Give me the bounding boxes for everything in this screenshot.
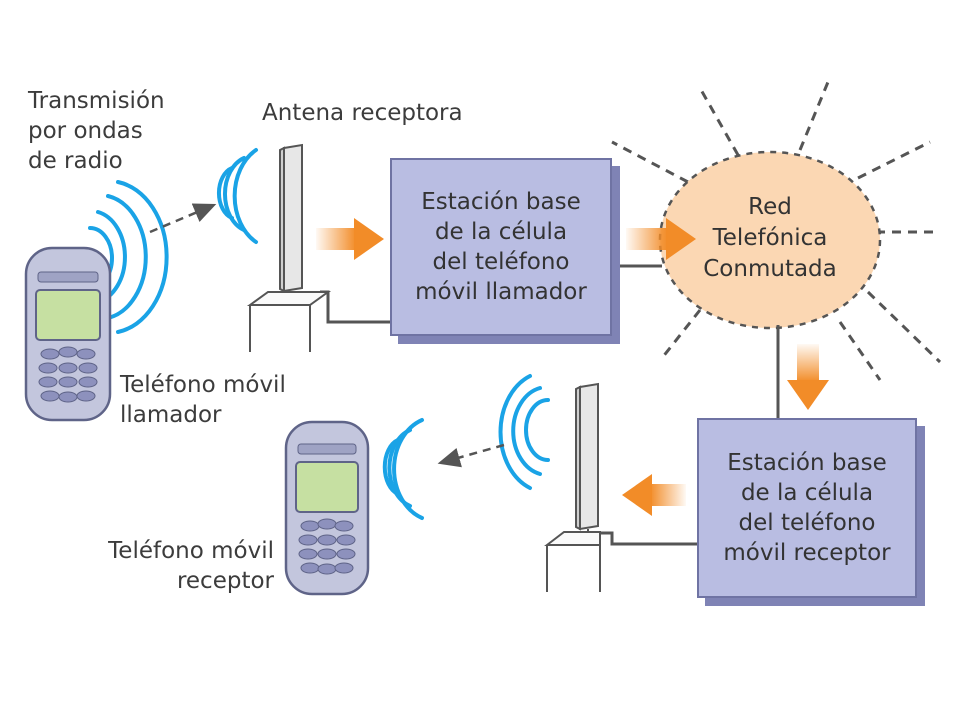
flow-arrow-1 bbox=[316, 218, 384, 260]
radio-waves-receiver-phone bbox=[382, 418, 424, 520]
transmission-arrow-1 bbox=[149, 203, 217, 234]
caller-phone bbox=[24, 246, 112, 422]
antenna-label: Antena receptora bbox=[262, 100, 463, 126]
flow-arrow-3 bbox=[787, 344, 829, 410]
antenna-receiver bbox=[544, 382, 601, 592]
receiver-phone bbox=[284, 420, 370, 596]
flow-arrow-2 bbox=[626, 218, 696, 260]
network-label: Red Telefónica Conmutada bbox=[703, 194, 837, 282]
network-cloud bbox=[658, 150, 882, 330]
transmission-arrow-2 bbox=[437, 443, 505, 468]
caller-phone-label: Teléfono móvil llamador bbox=[120, 372, 286, 428]
network-rays bbox=[611, 81, 942, 381]
receiver-base-station-box: Estación base de la célula del teléfono … bbox=[697, 418, 917, 598]
transmission-label: Transmisión por ondas de radio bbox=[28, 88, 165, 174]
receiver-phone-label: Teléfono móvil receptor bbox=[108, 538, 274, 594]
antenna-caller bbox=[246, 143, 332, 352]
radio-waves-antenna-receiver bbox=[498, 374, 550, 490]
flow-arrow-4 bbox=[622, 474, 686, 516]
caller-base-station-box: Estación base de la célula del teléfono … bbox=[390, 158, 612, 336]
radio-waves-antenna-caller bbox=[216, 148, 258, 244]
